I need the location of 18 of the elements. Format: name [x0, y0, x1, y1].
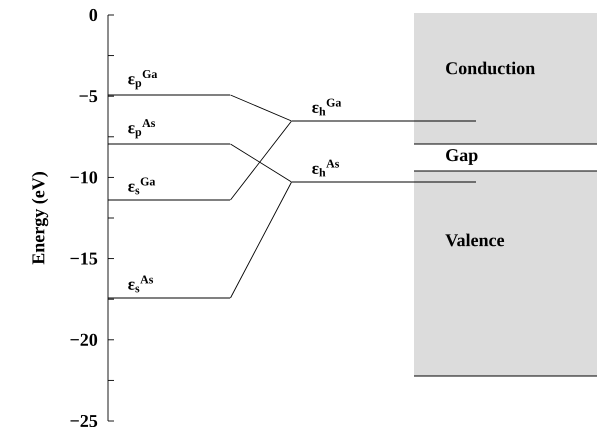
- tick-label: −20: [70, 334, 98, 346]
- connector-line: [230, 94, 292, 122]
- energy-level: ε$_{p}$As: [108, 119, 230, 144]
- tick-label: 0: [90, 8, 98, 22]
- connector-line: [230, 182, 292, 298]
- connector-line: [230, 144, 292, 182]
- energy-level: ε$_{p}$Ga: [108, 70, 230, 96]
- tick-label: −5: [80, 90, 98, 102]
- connector-line: [230, 120, 292, 200]
- energy-level: ε$_{s}$Ga: [108, 177, 230, 200]
- tick-label: −25: [70, 414, 98, 428]
- band-region: Conduction: [414, 13, 597, 144]
- tick-label: −15: [70, 252, 98, 265]
- gap-label: Gap: [446, 149, 478, 165]
- axis-title: Energy (eV): [32, 172, 48, 264]
- band-region: Valence: [414, 171, 597, 376]
- tick-label: −10: [70, 171, 98, 184]
- energy-level: ε$_{s}$As: [108, 276, 230, 298]
